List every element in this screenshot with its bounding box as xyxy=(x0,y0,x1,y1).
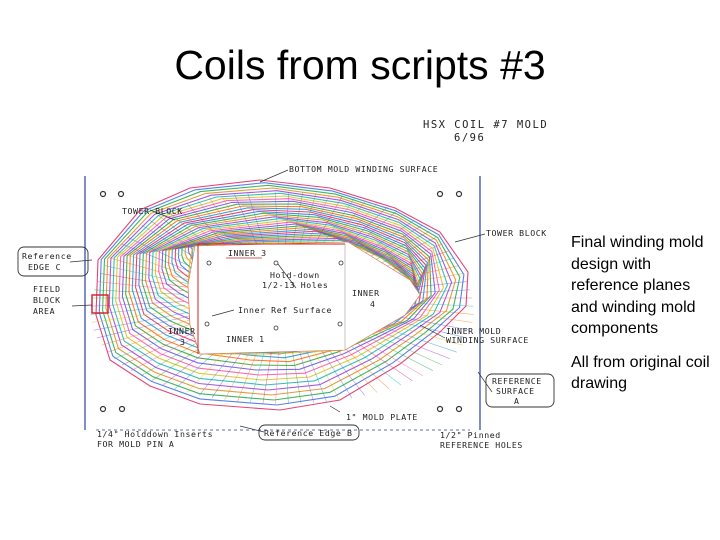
coil-hatch-line xyxy=(224,347,252,401)
coil-hatch-line xyxy=(298,349,315,403)
coil-hatch-line xyxy=(105,265,188,284)
label-tower-block-left: TOWER BLOCK xyxy=(122,206,183,216)
slide-title: Coils from scripts #3 xyxy=(174,42,546,88)
coil-hatch-line xyxy=(275,349,279,405)
label-reference-surface-3: A xyxy=(514,396,520,406)
coil-hatch-line xyxy=(262,349,273,404)
mounting-holes xyxy=(99,190,463,413)
coil-hatch-line xyxy=(291,192,303,247)
coil-band xyxy=(128,205,429,363)
label-inner-mold-2: WINDING SURFACE xyxy=(446,335,529,345)
coil-hatch-line xyxy=(347,336,413,382)
label-reference-edge-c-1: Reference xyxy=(22,251,72,261)
label-field-block-2: BLOCK xyxy=(33,295,61,305)
coil-hatch-line xyxy=(115,250,193,278)
coil-hatch-line xyxy=(197,200,240,252)
coil-hatch-line xyxy=(237,348,259,402)
coil-hatch-line xyxy=(94,289,185,295)
coil-hatch-line xyxy=(312,195,343,249)
label-holddown-inserts-2: FOR MOLD PIN A xyxy=(97,439,174,449)
drawing-header-line1: HSX COIL #7 MOLD xyxy=(423,119,548,131)
coil-hatch-line xyxy=(352,333,424,377)
coil-mold-drawing: HSX COIL #7 MOLD 6/96 xyxy=(17,119,555,450)
coil-band xyxy=(121,200,436,371)
coil-band xyxy=(111,192,449,386)
label-tower-block-right: TOWER BLOCK xyxy=(486,228,547,238)
coil-hatch-line xyxy=(134,230,203,268)
note-original-coil-drawing: All from original coil drawing xyxy=(571,353,710,393)
label-holddown-1: Hold-down xyxy=(270,270,320,280)
coil-band xyxy=(105,187,457,396)
coil-hatch-line xyxy=(318,198,355,250)
coil-hatch-line xyxy=(330,342,378,393)
coil-hatch-line xyxy=(291,349,302,404)
coil-hatch-line xyxy=(356,331,434,371)
label-inner-3-left-2: 3 xyxy=(180,337,186,347)
coil-hatch-line xyxy=(361,328,443,366)
coil-hatch-line xyxy=(285,349,289,405)
coil-hatch-line xyxy=(261,192,273,247)
note-final-winding-mold: Final winding mold design with reference… xyxy=(571,234,704,337)
coil-hatch-line xyxy=(127,237,200,271)
coil-band xyxy=(108,190,453,391)
coil-hatch-line xyxy=(249,349,266,403)
coil-hatch-line xyxy=(285,191,290,247)
coil-hatch-line xyxy=(107,322,196,353)
coil-hatch-line xyxy=(90,301,185,307)
coil-band xyxy=(95,179,469,411)
coil-hatch-line xyxy=(324,344,365,396)
label-inner-3-top: INNER 3 xyxy=(228,248,267,258)
coil-hatch-line xyxy=(312,347,340,401)
coil-hatch-line xyxy=(364,325,451,359)
drawing-header-line2: 6/96 xyxy=(454,132,485,144)
coil-hatch-line xyxy=(305,348,327,402)
slide-notes: Final winding mold design with reference… xyxy=(571,232,716,407)
label-inner-1: INNER 1 xyxy=(226,334,265,344)
label-pinned-holes-2: REFERENCE HOLES xyxy=(440,440,523,450)
inner-mold-window xyxy=(187,241,421,355)
coil-band xyxy=(98,182,465,406)
coil-hatch-line xyxy=(97,281,186,292)
label-inner-ref-surface: Inner Ref Surface xyxy=(238,305,332,315)
label-field-block-1: FIELD xyxy=(33,284,61,294)
label-mold-plate: 1" MOLD PLATE xyxy=(346,412,418,422)
label-callouts xyxy=(17,246,555,441)
label-holddown-2: 1/2-13 Holes xyxy=(262,280,328,290)
label-reference-edge-c-2: EDGE C xyxy=(28,262,61,272)
coil-hatch-line xyxy=(101,318,193,346)
coil-hatch-line xyxy=(247,193,266,247)
coil-hatch-line xyxy=(234,194,259,248)
coil-hatch-line xyxy=(209,198,246,250)
coil-hatch-line xyxy=(298,193,317,247)
coil-hatch-line xyxy=(274,191,279,247)
label-holddown-inserts-1: 1/4" Holddown Inserts xyxy=(97,429,213,439)
coil-hatch-line xyxy=(121,243,196,274)
label-reference-edge-b: Reference Edge B xyxy=(264,428,352,438)
coil-hatch-line xyxy=(318,346,353,398)
label-inner-4-2: 4 xyxy=(370,299,376,309)
label-inner-mold-1: INNER MOLD xyxy=(446,326,501,336)
coil-hatch-line xyxy=(93,312,188,331)
coil-hatch-line xyxy=(186,203,234,254)
coil-hatch-line xyxy=(305,194,330,248)
coil-hatch-line xyxy=(109,257,190,281)
coil-hatch-line xyxy=(113,325,200,359)
label-inner-4-1: INNER xyxy=(352,288,380,298)
coil-hatch-line xyxy=(121,328,203,366)
coil-hatch-line xyxy=(100,273,187,288)
coil-hatch-line xyxy=(342,338,402,386)
label-bottom-mold-surface: BOTTOM MOLD WINDING SURFACE xyxy=(289,164,438,174)
coil-hatch-line xyxy=(91,308,187,323)
label-reference-surface-1: REFERENCE xyxy=(492,376,542,386)
label-field-block-3: AREA xyxy=(33,306,55,316)
coil-hatch-line xyxy=(96,315,190,339)
coil-hatch-line xyxy=(211,346,246,398)
coil-hatch-line xyxy=(221,195,252,249)
label-pinned-holes-1: 1/2" Pinned xyxy=(440,430,501,440)
field-block-marker xyxy=(91,294,109,314)
label-reference-surface-2: SURFACE xyxy=(496,386,535,396)
coil-band xyxy=(115,195,444,381)
label-inner-3-left-1: INNER xyxy=(168,326,196,336)
